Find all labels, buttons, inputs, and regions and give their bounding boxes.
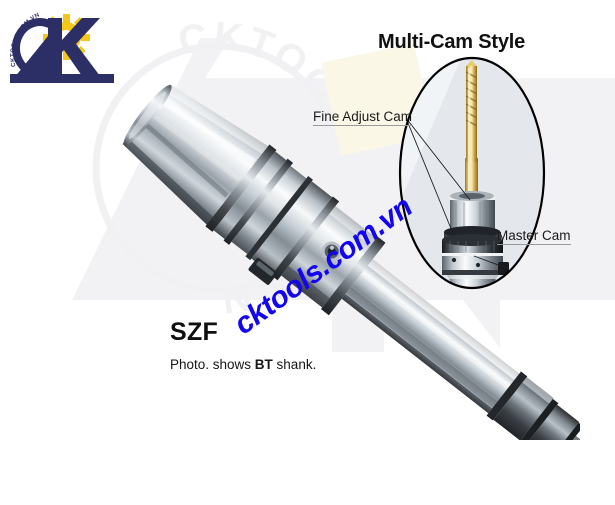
product-model: SZF xyxy=(170,318,219,346)
multi-cam-inset xyxy=(398,56,546,290)
diagonal-watermark: cktools.com.vn xyxy=(228,190,419,342)
page-title: Multi-Cam Style xyxy=(378,31,526,53)
fine-adjust-cam-ring xyxy=(442,226,503,253)
cktools-logo[interactable]: CKTOOLS.COM.VN xyxy=(4,6,122,84)
gold-drill-bit xyxy=(465,60,478,202)
product-caption: Photo. shows BT shank. xyxy=(170,357,316,372)
label-master-cam: Master Cam xyxy=(497,228,571,245)
svg-text:CKTOOLS.COM.VN: CKTOOLS.COM.VN xyxy=(175,18,368,318)
caption-suffix: shank. xyxy=(272,357,317,372)
inset-leader-lines xyxy=(405,117,510,270)
collet-nut xyxy=(450,191,495,232)
caption-prefix: Photo. shows xyxy=(170,357,255,372)
label-fine-adjust-cam: Fine Adjust Cam xyxy=(313,109,413,126)
caption-bold-shank: BT xyxy=(254,357,273,372)
